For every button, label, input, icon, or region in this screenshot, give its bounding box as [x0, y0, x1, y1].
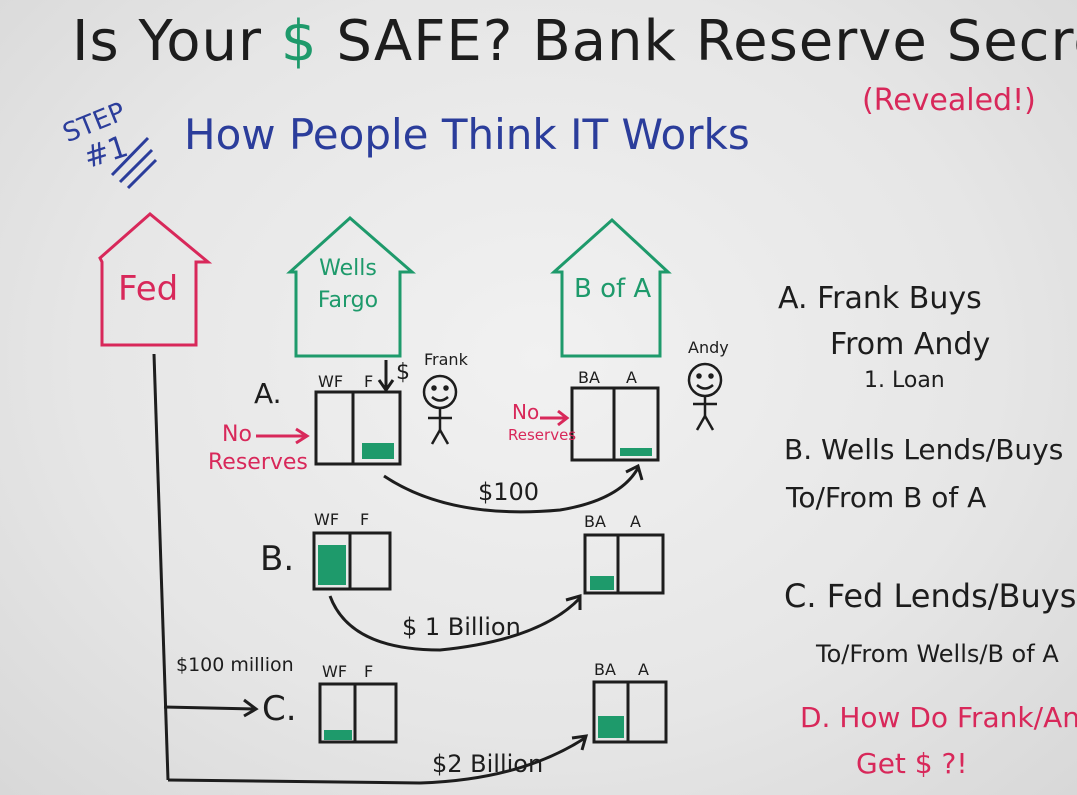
note-a-line2: From Andy	[830, 327, 991, 362]
row-a-transfer-arrow	[383, 463, 644, 514]
row-c-fed-loan-amount: $100 million	[176, 654, 294, 676]
no-reserves-arrow-left	[256, 427, 310, 445]
no-reserves-left-line1: No	[222, 422, 252, 447]
row-b-ba-header: BA	[584, 512, 606, 531]
row-b-f-header: F	[360, 510, 370, 529]
note-b-line2: To/From B of A	[786, 481, 987, 514]
row-a-transfer-amount: $100	[478, 478, 540, 506]
no-reserves-arrow-right	[540, 409, 570, 427]
deposit-arrow	[377, 360, 395, 393]
row-b-transfer-amount: $ 1 Billion	[402, 613, 521, 641]
row-c-bofa-reserves	[598, 716, 624, 738]
wells-fargo-house	[286, 215, 417, 358]
wells-label-line2: Fargo	[317, 288, 379, 313]
title-rest: SAFE? Bank Reserve Secrets	[336, 9, 1077, 74]
row-a-f-header: F	[364, 372, 374, 391]
row-a-frank-deposit	[362, 443, 394, 459]
row-a-wells-ledger	[314, 390, 402, 466]
row-a-a-header: A	[626, 368, 637, 387]
fed-label: Fed	[118, 269, 179, 309]
title-dollar: $	[280, 9, 318, 74]
row-c-a-header: A	[638, 660, 649, 679]
row-c-wells-reserves	[324, 730, 352, 740]
note-c-line1: C. Fed Lends/Buys	[784, 577, 1077, 615]
row-c-ba-header: BA	[594, 660, 616, 679]
row-a-wf-header: WF	[318, 372, 344, 391]
wells-label-line1: Wells	[319, 256, 377, 281]
row-a-andy-deposit	[620, 448, 652, 456]
note-d-line1: D. How Do Frank/Andy	[800, 701, 1077, 734]
note-c-line2: To/From Wells/B of A	[816, 640, 1059, 668]
row-a-label: A.	[254, 377, 282, 410]
row-c-transfer-arrow	[419, 734, 589, 785]
row-b-label: B.	[260, 539, 295, 579]
row-a-ba-header: BA	[578, 368, 600, 387]
row-c-f-header: F	[364, 662, 374, 681]
row-c-transfer-amount: $2 Billion	[432, 750, 544, 778]
fed-house	[98, 212, 213, 347]
row-b-transfer-arrow	[328, 594, 582, 652]
note-d-line2: Get $ ?!	[856, 747, 968, 780]
row-c-wells-ledger	[318, 682, 398, 744]
andy-name: Andy	[688, 338, 729, 357]
page-title: Is Your $ SAFE? Bank Reserve Secrets	[72, 14, 1077, 70]
subtitle: How People Think IT Works	[184, 110, 750, 159]
no-reserves-right-line1: No	[512, 400, 540, 424]
row-b-wf-header: WF	[314, 510, 340, 529]
step-hatch-marks	[110, 136, 158, 190]
bofa-house	[550, 217, 672, 358]
fed-money-line	[152, 353, 421, 785]
row-c-wf-header: WF	[322, 662, 348, 681]
note-a-line3: 1. Loan	[864, 368, 945, 393]
title-prefix: Is Your	[72, 9, 263, 74]
row-c-bofa-ledger	[592, 680, 668, 744]
row-b-wells-ledger	[312, 531, 392, 591]
frank-name: Frank	[424, 350, 468, 369]
row-c-label: C.	[262, 689, 297, 729]
no-reserves-left-line2: Reserves	[208, 450, 308, 475]
row-a-deposit-symbol: $	[396, 360, 410, 385]
note-a-line1: A. Frank Buys	[778, 281, 982, 316]
no-reserves-right-line2: Reserves	[508, 426, 577, 444]
frank-figure	[422, 374, 458, 445]
andy-figure	[687, 362, 723, 431]
row-b-a-header: A	[630, 512, 641, 531]
row-b-bofa-reserves	[590, 576, 614, 590]
row-b-wells-reserves	[318, 545, 346, 585]
row-b-bofa-ledger	[583, 533, 665, 595]
bofa-label: B of A	[574, 274, 652, 304]
note-b-line1: B. Wells Lends/Buys	[784, 433, 1064, 466]
title-revealed: (Revealed!)	[862, 83, 1036, 118]
